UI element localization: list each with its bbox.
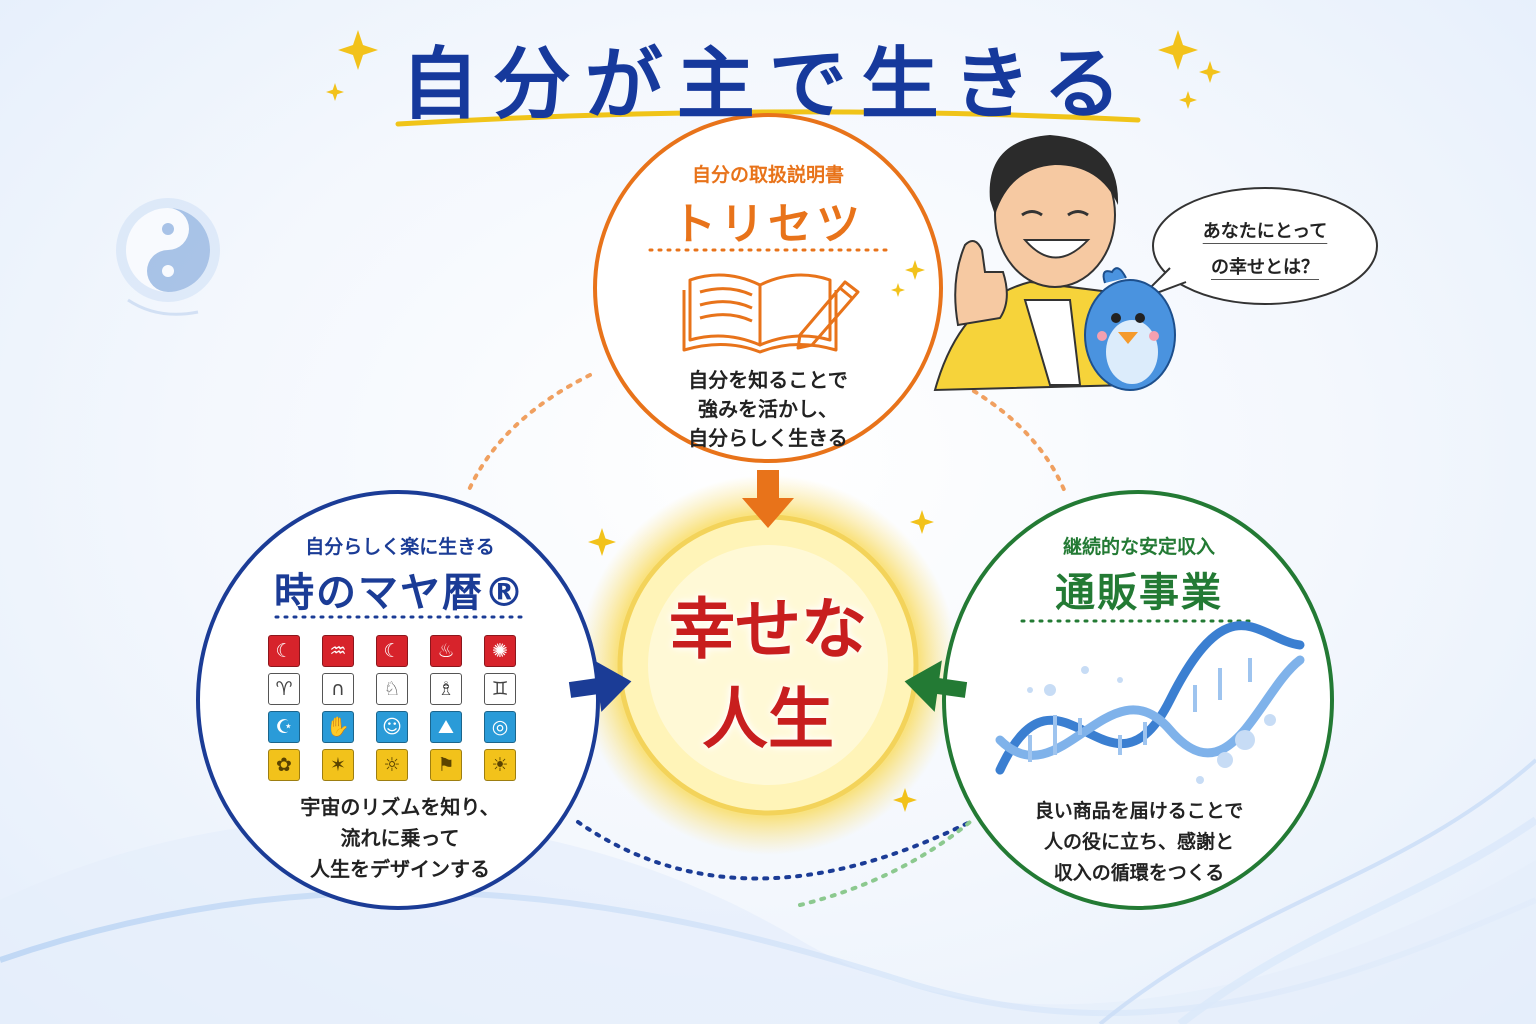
- yin-yang-icon: [116, 198, 220, 316]
- title-underline: [395, 109, 1141, 127]
- maya-glyph-tile: ☾: [268, 635, 300, 667]
- top-circle-border: [593, 113, 943, 463]
- maya-glyph-tile: ♊: [484, 673, 516, 705]
- mail-order-subtitle: 継続的な安定収入: [1062, 536, 1215, 558]
- maya-glyph-tile: ☺: [376, 711, 408, 743]
- dna-helix-icon: [995, 621, 1305, 784]
- mail-order-description: 良い商品を届けることで 人の役に立ち、感謝と 収入の循環をつくる: [945, 796, 1333, 889]
- torisetsu-subtitle: 自分の取扱説明書: [691, 164, 844, 186]
- speech-bubble-text: あなたにとって の幸せとは？: [1160, 214, 1370, 286]
- description-line: 自分らしく生きる: [688, 426, 848, 450]
- open-book-with-pen-icon: [682, 273, 860, 354]
- maya-glyph-tile: ♒: [322, 635, 354, 667]
- description-line: 良い商品を届けることで: [1034, 800, 1244, 822]
- right-circle-border: [942, 490, 1334, 910]
- torisetsu-title: トリセツ: [672, 199, 864, 250]
- maya-glyph-tile: ♘: [376, 673, 408, 705]
- maya-glyph-tile: ☾: [376, 635, 408, 667]
- maya-glyph-tile: ◎: [484, 711, 516, 743]
- maya-glyph-tile: ✶: [322, 749, 354, 781]
- arrow-down-orange: [742, 470, 794, 528]
- description-line: 強みを活かし、: [698, 397, 838, 421]
- happy-life-label: 幸せな 人生: [600, 585, 936, 765]
- maya-glyph-tile: ⚑: [430, 749, 462, 781]
- maya-calendar-title: 時のマヤ暦®: [274, 570, 526, 616]
- bubble-line: の幸せとは？: [1211, 257, 1319, 278]
- sparkle-icons: [326, 30, 1221, 812]
- description-line: 宇宙のリズムを知り、: [300, 795, 500, 819]
- maya-glyph-tile: ☀: [484, 749, 516, 781]
- maya-glyph-tile: ♨: [430, 635, 462, 667]
- maya-glyph-tile: ✋: [322, 711, 354, 743]
- maya-calendar-subtitle: 自分らしく楽に生きる: [305, 536, 495, 558]
- description-line: 自分を知ることで: [688, 368, 848, 392]
- torisetsu-description: 自分を知ることで 強みを活かし、 自分らしく生きる: [600, 366, 936, 453]
- maya-glyph-tile: ☼: [376, 749, 408, 781]
- character-man-thumbs-up: [933, 135, 1134, 392]
- center-happiness-circle: [578, 475, 958, 855]
- maya-glyph-tile: ♈: [268, 673, 300, 705]
- center-line: 幸せな: [669, 591, 867, 668]
- arrow-right-blue: [568, 660, 632, 712]
- arrow-left-green: [904, 660, 968, 712]
- page-title: 自分が主で生きる: [400, 40, 1136, 130]
- maya-glyph-tile: ♗: [430, 673, 462, 705]
- blue-bird-mascot: [1084, 267, 1176, 391]
- maya-glyph-tile: ✺: [484, 635, 516, 667]
- description-line: 収入の循環をつくる: [1053, 862, 1225, 884]
- maya-glyph-grid: ☾ ♒ ☾ ♨ ✺ ♈ ∩ ♘ ♗ ♊ ☪ ✋ ☺ ⛰ ◎ ✿ ✶ ☼ ⚑ ☀: [268, 635, 532, 781]
- maya-glyph-tile: ☪: [268, 711, 300, 743]
- bubble-line: あなたにとって: [1202, 221, 1328, 242]
- maya-calendar-description: 宇宙のリズムを知り、 流れに乗って 人生をデザインする: [200, 792, 600, 885]
- description-line: 人の役に立ち、感謝と: [1043, 831, 1234, 853]
- maya-glyph-tile: ⛰: [430, 711, 462, 743]
- center-line: 人生: [702, 681, 834, 758]
- mail-order-title: 通販事業: [1055, 570, 1223, 616]
- maya-glyph-tile: ∩: [322, 673, 354, 705]
- description-line: 流れに乗って: [340, 826, 460, 850]
- description-line: 人生をデザインする: [310, 857, 490, 881]
- maya-glyph-tile: ✿: [268, 749, 300, 781]
